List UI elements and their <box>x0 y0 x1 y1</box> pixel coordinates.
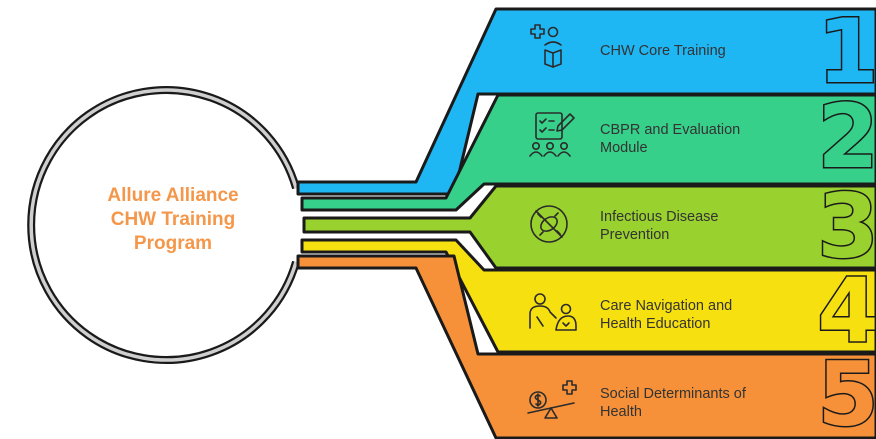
no-germ-icon <box>530 205 568 243</box>
item-label-line: Care Navigation and <box>600 298 733 314</box>
item-label-5: Social Determinants of Health <box>600 385 800 421</box>
item-label-line: Health Education <box>600 316 711 332</box>
center-title-line: Program <box>133 233 213 254</box>
item-label-line: CBPR and Evaluation <box>600 122 741 138</box>
health-learning-icon <box>530 24 562 68</box>
ribbon-number-3: 3 <box>817 175 876 278</box>
item-label-line: Social Determinants of <box>600 386 746 402</box>
checklist-group-icon <box>529 112 575 157</box>
caregiver-icon <box>529 293 577 331</box>
ribbon-3 <box>302 184 876 270</box>
center-title-line: Allure Alliance <box>107 185 239 206</box>
ribbon-number-4: 4 <box>817 259 876 362</box>
item-label-4: Care Navigation and Health Education <box>600 297 800 333</box>
item-label-line: Prevention <box>600 227 670 243</box>
item-label-1: CHW Core Training <box>600 42 800 60</box>
ribbon-2 <box>300 93 876 212</box>
item-label-line: Infectious Disease <box>600 209 719 225</box>
ribbon-4 <box>300 238 876 354</box>
ribbon-1 <box>296 7 876 196</box>
item-label-line: CHW Core Training <box>600 43 726 59</box>
item-label-line: Module <box>600 140 648 156</box>
ribbon-number-1: 1 <box>817 0 876 103</box>
item-label-line: Health <box>600 404 642 420</box>
center-title-line: CHW Training <box>110 209 236 230</box>
center-ring-inner <box>29 88 298 362</box>
ribbon-number-5: 5 <box>817 343 876 439</box>
center-title: Allure Alliance CHW Training Program <box>58 184 288 256</box>
item-label-2: CBPR and Evaluation Module <box>600 121 800 157</box>
ribbon-number-2: 2 <box>817 85 876 188</box>
ribbon-5 <box>296 254 876 439</box>
item-label-3: Infectious Disease Prevention <box>600 208 800 244</box>
money-health-balance-icon <box>527 380 577 419</box>
